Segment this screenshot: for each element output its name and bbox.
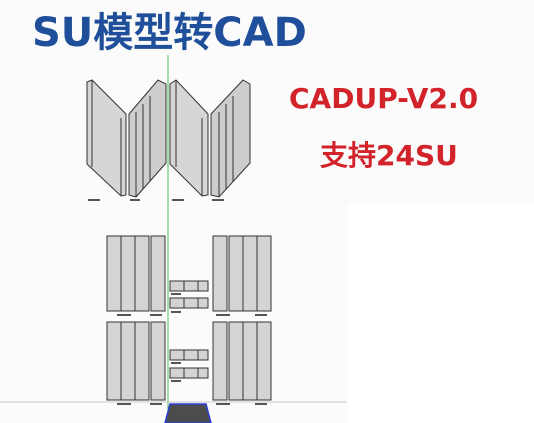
panel-3d-tags <box>88 199 224 201</box>
support-version-label: 支持24SU <box>320 139 458 172</box>
blank-panel <box>347 204 534 423</box>
elevation-tags <box>117 293 267 405</box>
elevation-block-bottom-left[interactable] <box>106 321 166 401</box>
page-title: SU模型转CAD <box>32 10 307 56</box>
elevation-block-top-right[interactable] <box>212 235 272 312</box>
elevation-block-bottom-right[interactable] <box>212 321 272 401</box>
panel-3d-4[interactable] <box>210 79 251 198</box>
panel-3d-1[interactable] <box>86 79 127 197</box>
selected-floor-plate[interactable] <box>164 403 212 423</box>
elevation-drawings[interactable] <box>106 235 272 405</box>
elevation-block-top-left[interactable] <box>106 235 166 312</box>
panel-3d-3[interactable] <box>169 79 209 197</box>
product-version-label: CADUP-V2.0 <box>289 82 479 115</box>
plan-details-upper[interactable] <box>169 280 209 309</box>
panel-3d-2[interactable] <box>128 79 167 198</box>
plan-details-lower[interactable] <box>169 349 209 379</box>
panel-3d-group[interactable] <box>86 79 251 201</box>
